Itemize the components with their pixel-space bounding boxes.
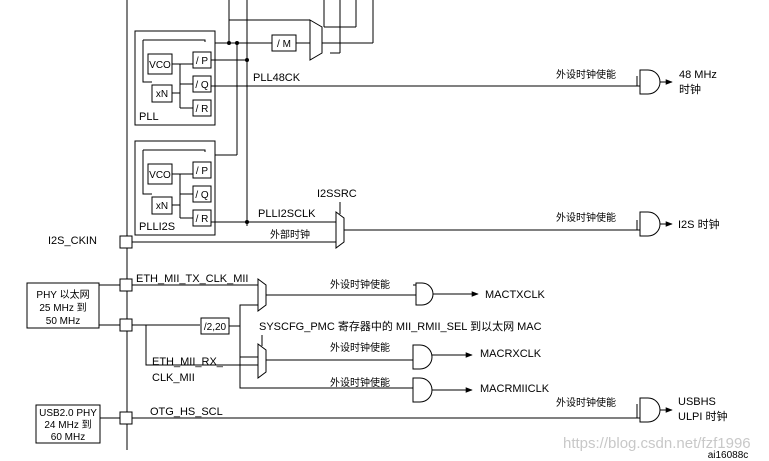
watermark: https://blog.csdn.net/fzf1996 <box>563 435 751 452</box>
plli2s-div-p-label: / P <box>196 166 209 177</box>
div-2-20-label: /2,20 <box>204 322 227 333</box>
enable-label-usbhs: 外设时钟使能 <box>556 396 616 409</box>
usb-pin <box>119 411 133 425</box>
and-gate-macrmii <box>412 377 433 403</box>
phy-usb-line1: USB2.0 PHY <box>39 408 97 419</box>
eth-tx-pin <box>119 278 133 292</box>
and-gate-i2s <box>639 211 661 237</box>
plli2s-div-q-box <box>192 185 212 203</box>
output-mactx: MACTXCLK <box>485 289 546 301</box>
pll48ck-label: PLL48CK <box>253 72 301 84</box>
plli2s-div-q-label: / Q <box>195 190 209 201</box>
pll-div-p-label: / P <box>196 56 209 67</box>
phy-usb-line2: 24 MHz 到 <box>44 419 91 431</box>
plli2s-xn-label: xN <box>156 201 168 212</box>
output-macrx: MACRXCLK <box>480 348 542 360</box>
pll-vco-label: VCO <box>149 60 171 71</box>
phy-eth-line1: PHY 以太网 <box>36 288 89 301</box>
enable-label-mactx: 外设时钟使能 <box>330 278 390 291</box>
plli2s-label: PLLI2S <box>139 221 175 233</box>
eth-rx-pin <box>119 318 133 332</box>
pll-div-q-box <box>192 75 212 93</box>
phy-usb-line3: 60 MHz <box>51 432 85 443</box>
output-macrmii: MACRMIICLK <box>480 383 550 395</box>
phy-eth-line2: 25 MHz 到 <box>39 302 86 314</box>
enable-label-macrx: 外设时钟使能 <box>330 341 390 354</box>
mux-main <box>309 19 323 61</box>
enable-label-48mhz: 外设时钟使能 <box>556 68 616 81</box>
eth-rx-label-2: CLK_MII <box>152 372 195 384</box>
plli2s-block <box>134 140 216 236</box>
pll-div-q-label: / Q <box>195 80 209 91</box>
and-gate-48mhz <box>639 69 661 95</box>
pll-label: PLL <box>139 111 159 123</box>
eth-tx-label: ETH_MII_TX_CLK_MII <box>136 273 248 285</box>
output-usbhs-line2: ULPI 时钟 <box>678 409 728 423</box>
phy-usb-box <box>35 404 101 444</box>
div-m-label: / M <box>277 39 291 50</box>
enable-label-macrmii: 外设时钟使能 <box>330 376 390 389</box>
figure-id: ai16088c <box>708 450 749 461</box>
i2s-ckin-pin <box>119 235 133 249</box>
pll-div-r-label: / R <box>196 104 209 115</box>
eth-tx-mux <box>257 278 267 312</box>
phy-eth-box <box>26 282 100 329</box>
i2ssrc-mux <box>335 211 345 249</box>
eth-rx-label-1: ETH_MII_RX_ <box>152 356 224 368</box>
ext-clock-label: 外部时钟 <box>270 228 310 241</box>
pll-div-r-box <box>192 99 212 117</box>
syscfg-label: SYSCFG_PMC 寄存器中的 MII_RMII_SEL 到以太网 MAC <box>259 319 542 333</box>
plli2s-div-r-box <box>192 209 212 227</box>
and-gate-mactx <box>415 282 434 306</box>
i2s-ckin-label: I2S_CKIN <box>48 235 97 247</box>
plli2s-vco-label: VCO <box>149 170 171 181</box>
plli2s-div-r-label: / R <box>196 214 209 225</box>
enable-label-i2s: 外设时钟使能 <box>556 211 616 224</box>
i2ssrc-label: I2SSRC <box>317 188 357 200</box>
plli2sclk-label: PLLI2SCLK <box>258 208 316 220</box>
output-48mhz-line1: 48 MHz <box>679 69 717 81</box>
and-gate-macrx <box>412 344 433 370</box>
otg-label: OTG_HS_SCL <box>150 406 223 418</box>
pll-block <box>134 30 216 126</box>
output-usbhs-line1: USBHS <box>678 396 716 408</box>
output-i2s: I2S 时钟 <box>678 217 720 231</box>
eth-rx-mux <box>257 343 267 379</box>
pll-xn-label: xN <box>156 89 168 100</box>
output-48mhz-line2: 时钟 <box>679 82 701 96</box>
phy-eth-line3: 50 MHz <box>46 316 80 327</box>
and-gate-usbhs <box>639 397 661 423</box>
plli2s-div-p-box <box>192 161 212 179</box>
